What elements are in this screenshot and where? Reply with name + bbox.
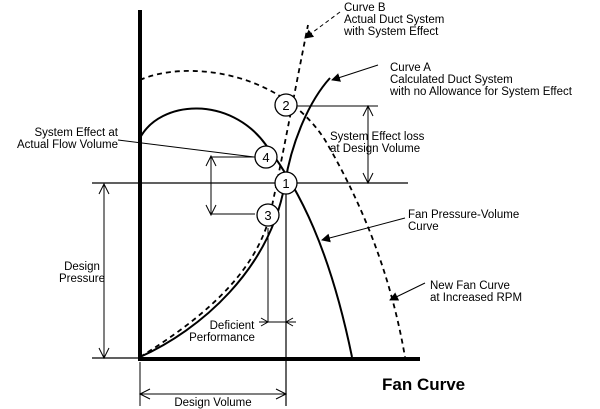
design-pressure-label-1: Design [64,261,100,273]
deficient-label-1: Deficient [210,320,256,332]
design-pressure-label-2: Pressure [59,273,105,285]
point-2-label: 2 [282,98,289,113]
point-3-label: 3 [264,208,271,223]
fan-pressure-volume-curve [139,107,353,358]
new-fan-curve [139,70,406,358]
fan-pv-label-1: Fan Pressure-Volume [408,209,519,221]
curve-b-label-2: Actual Duct System [344,14,444,26]
point-4-label: 4 [262,150,269,165]
curve-a-label-2: Calculated Duct System [390,74,513,86]
curve-a-leader [331,64,379,82]
point-2-marker: 2 [274,93,298,117]
new-fan-curve-leader [389,282,426,301]
point-1-marker: 1 [274,171,298,195]
curve-a-label-3: with no Allowance for System Effect [389,86,573,98]
fan-pv-leader [321,217,406,243]
curve-b-label-3: with System Effect [343,26,439,38]
curve-b-label-1: Curve B [344,2,386,14]
curve-a-system [139,77,331,358]
deficient-label-2: Performance [189,332,255,344]
system-effect-loss-label-1: System Effect loss [330,131,425,143]
new-fan-curve-label-1: New Fan Curve [430,280,510,292]
design-volume-label: Design Volume [174,397,251,409]
system-effect-actual-label-1: System Effect at [34,127,118,139]
system-effect-loss-label-2: at Design Volume [330,143,420,155]
point-4-marker: 4 [254,145,278,169]
curve-b-leader [304,11,341,39]
curve-a-label-1: Curve A [390,62,431,74]
point-3-marker: 3 [256,203,280,227]
diagram-title: Fan Curve [382,375,465,394]
curve-b-system [139,24,309,358]
system-effect-actual-leader [117,139,255,158]
point-1-label: 1 [282,176,289,191]
new-fan-curve-label-2: at Increased RPM [430,292,522,304]
fan-pv-label-2: Curve [408,221,439,233]
system-effect-actual-label-2: Actual Flow Volume [17,139,118,151]
